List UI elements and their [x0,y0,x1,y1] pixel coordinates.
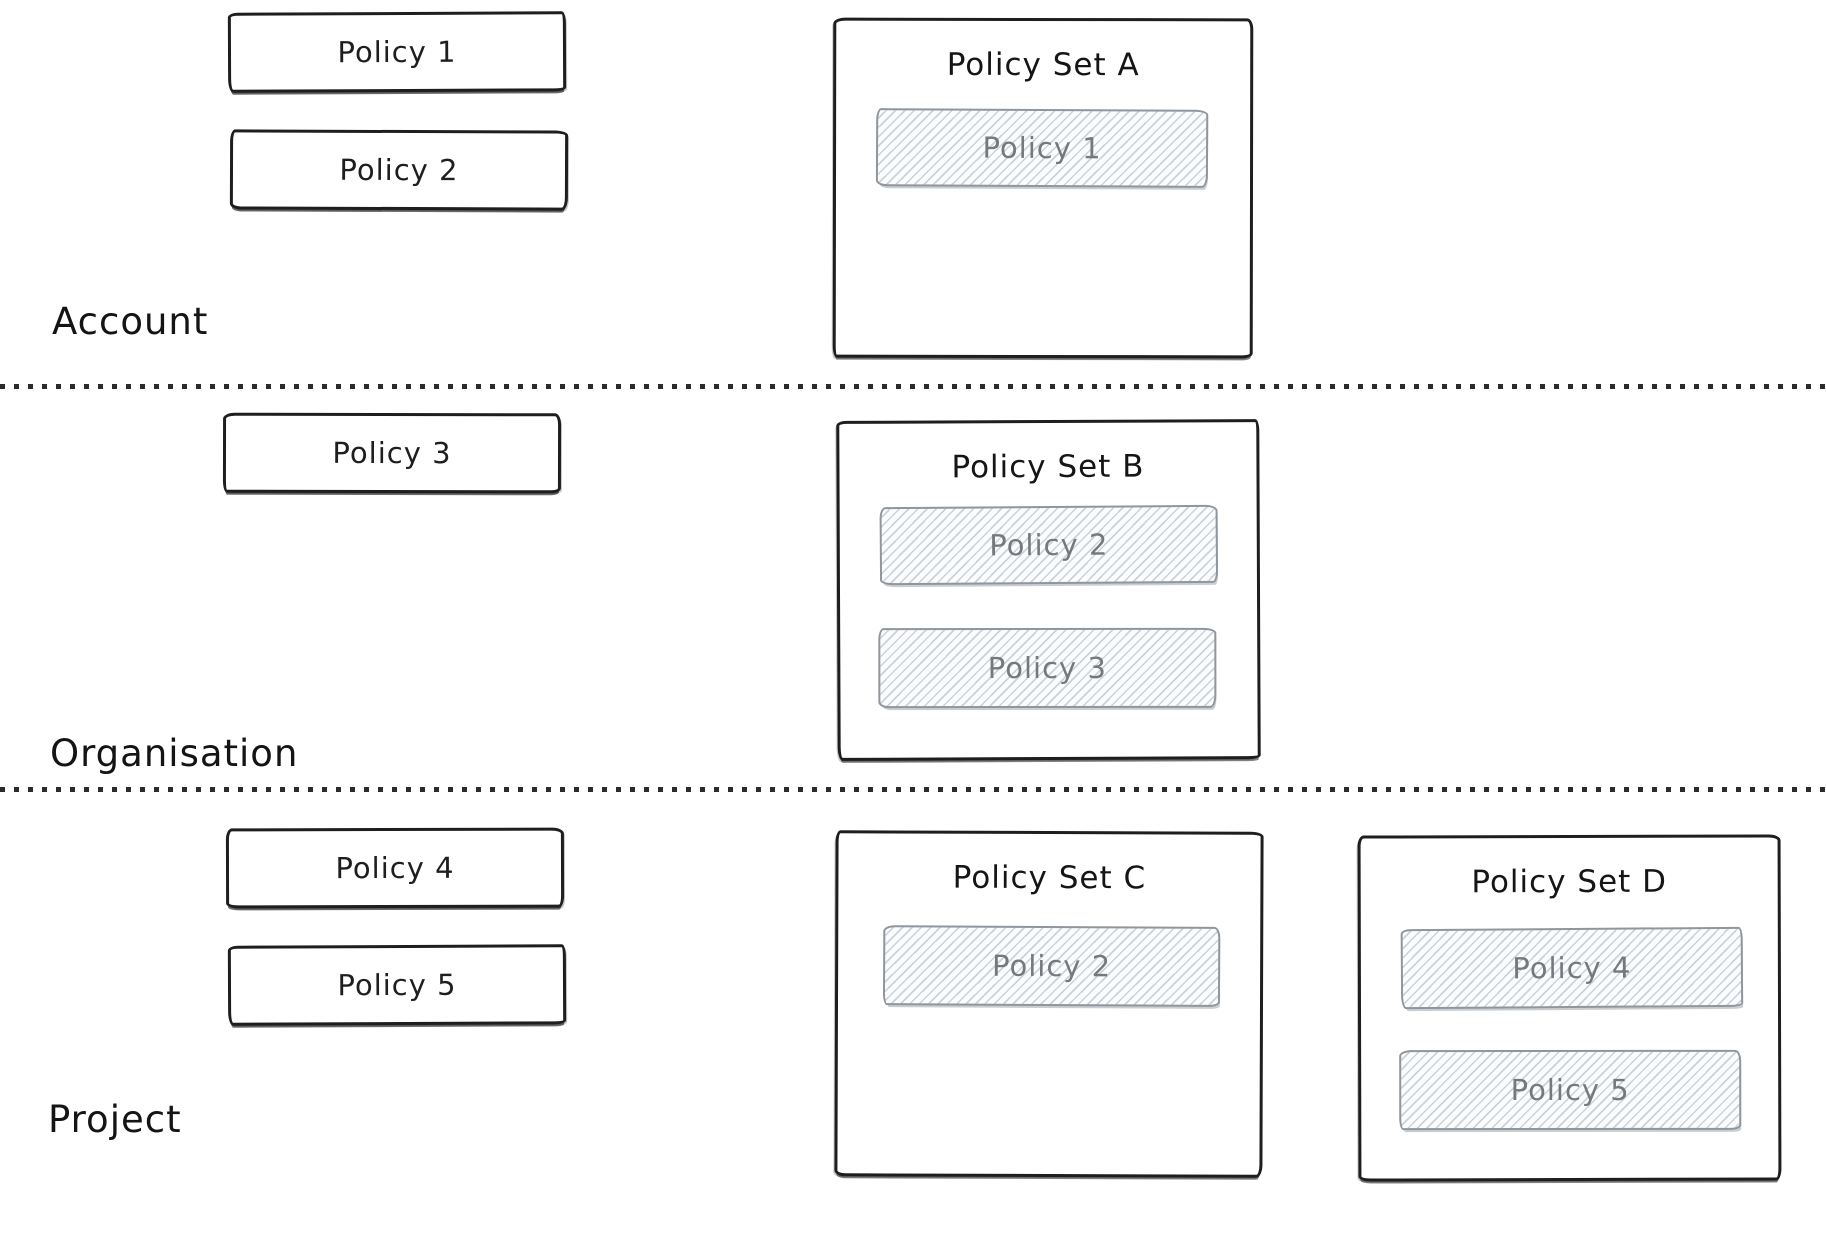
policy-set-title: Policy Set D [1471,863,1668,901]
policy-set-member: Policy 3 [878,627,1217,709]
policy-box-label: Policy 3 [332,435,452,471]
policy-set-a: Policy Set A Policy 1 [832,17,1254,359]
policy-set-member: Policy 2 [879,504,1219,586]
level-divider-account-organisation [0,384,1826,389]
policy-box-policy-5: Policy 5 [227,944,567,1026]
member-label: Policy 3 [987,650,1107,686]
policy-set-member: Policy 5 [1399,1049,1742,1131]
member-label: Policy 2 [991,948,1112,984]
level-label-project: Project [48,1098,182,1141]
policy-box-policy-1: Policy 1 [227,11,567,93]
policy-box-label: Policy 1 [337,34,457,70]
policy-box-label: Policy 2 [339,152,459,188]
policy-box-policy-4: Policy 4 [225,827,565,909]
policy-box-policy-3: Policy 3 [222,412,562,494]
level-divider-organisation-project [0,787,1826,792]
member-label: Policy 4 [1512,950,1632,986]
member-label: Policy 1 [982,130,1102,166]
policy-set-member: Policy 4 [1400,926,1744,1010]
policy-set-c: Policy Set C Policy 2 [834,830,1264,1178]
policy-set-b: Policy Set B Policy 2 Policy 3 [836,419,1261,761]
policy-set-title: Policy Set A [946,46,1140,84]
member-label: Policy 5 [1510,1072,1630,1108]
policy-set-member: Policy 1 [875,108,1209,188]
member-label: Policy 2 [989,527,1109,563]
policy-set-d: Policy Set D Policy 4 Policy 5 [1357,834,1782,1182]
level-label-organisation: Organisation [50,732,299,775]
policy-box-label: Policy 4 [335,850,455,886]
policy-box-label: Policy 5 [337,967,457,1003]
level-label-account: Account [52,300,209,343]
policy-set-title: Policy Set C [952,859,1147,897]
policy-box-policy-2: Policy 2 [229,129,569,211]
policy-set-title: Policy Set B [951,448,1145,486]
policy-set-member: Policy 2 [882,925,1221,1007]
